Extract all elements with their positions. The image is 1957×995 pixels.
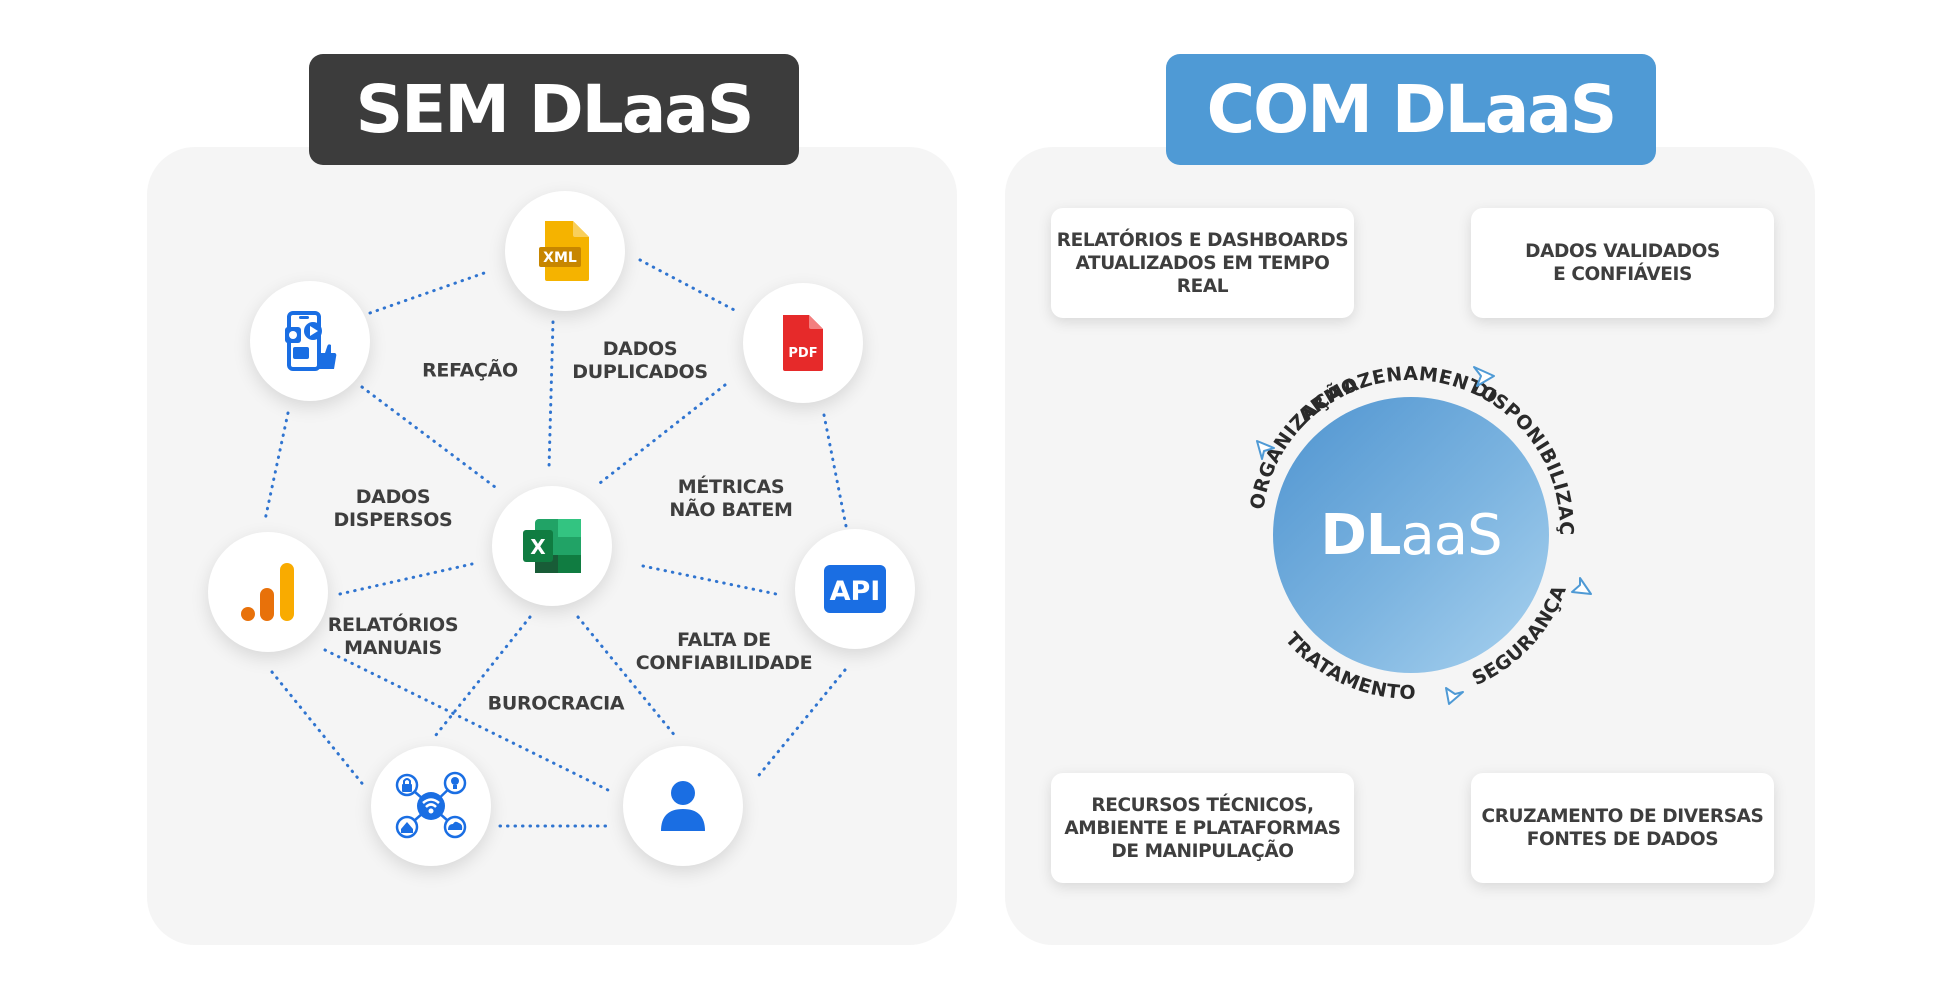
card-dados-validados: DADOS VALIDADOS E CONFIÁVEIS [1471, 208, 1774, 318]
line-api-user [753, 668, 847, 782]
cycle-disponibilizacao: DISPONIBILIZAÇÃO [0, 0, 1577, 536]
line-social-excel [360, 385, 497, 489]
label-relatorios-manuais: RELATÓRIOS MANUAIS [327, 614, 459, 659]
user-node [623, 746, 743, 866]
api-icon: API [824, 565, 886, 613]
user-icon [661, 781, 705, 831]
label-dados-dispersos: DADOS DISPERSOS [333, 486, 453, 531]
line-excel-user [576, 615, 678, 739]
sem-dlaas-title: SEM DLaaS [309, 54, 799, 165]
svg-text:PDF: PDF [788, 346, 817, 361]
line-social-analytics [263, 411, 290, 522]
card-dados-validados-text: DADOS VALIDADOS E CONFIÁVEIS [1525, 241, 1720, 285]
line-analytics-excel [338, 562, 474, 596]
line-excel-iot [434, 615, 532, 737]
dlaas-circle: DLaaS [1273, 397, 1549, 673]
cycle-arrow-4-icon [1256, 440, 1275, 460]
card-cruzamento-fontes: CRUZAMENTO DE DIVERSAS FONTES DE DADOS [1471, 773, 1774, 883]
xml-file-icon: XML [539, 221, 589, 281]
card-cruzamento-fontes-text: CRUZAMENTO DE DIVERSAS FONTES DE DADOS [1481, 806, 1764, 850]
analytics-node [208, 532, 328, 652]
card-recursos-tecnicos: RECURSOS TÉCNICOS, AMBIENTE E PLATAFORMA… [1051, 773, 1354, 883]
api-node: API [795, 529, 915, 649]
label-dados-duplicados: DADOS DUPLICADOS [572, 338, 708, 383]
svg-text:API: API [830, 576, 881, 607]
pdf-file-icon: PDF [783, 315, 823, 371]
mobile-social-icon [285, 311, 337, 371]
line-analytics-iot [270, 670, 367, 789]
card-recursos-tecnicos-text: RECURSOS TÉCNICOS, AMBIENTE E PLATAFORMA… [1064, 794, 1341, 862]
svg-text:XML: XML [543, 250, 577, 266]
cycle-tratamento: TRATAMENTO [1281, 628, 1416, 704]
cycle-seguranca: SEGURANÇA [1469, 582, 1571, 690]
line-excel-api [641, 564, 778, 596]
analytics-chart-icon [241, 563, 294, 621]
iot-network-node [371, 746, 491, 866]
label-refacao: REFAÇÃO [422, 359, 518, 382]
line-xml-excel [547, 320, 555, 470]
card-relatorios-dashboards-text: RELATÓRIOS E DASHBOARDS ATUALIZADOS EM T… [1056, 229, 1349, 297]
card-relatorios-dashboards: RELATÓRIOS E DASHBOARDS ATUALIZADOS EM T… [1051, 208, 1354, 318]
label-burocracia: BUROCRACIA [487, 692, 625, 715]
xml-file-node: XML [505, 191, 625, 311]
dlaas-logo-text: DLaaS [1320, 502, 1502, 568]
cycle-arrow-3-icon [1445, 687, 1464, 705]
line-social-xml [368, 270, 489, 315]
cycle-arrow-1-icon [1473, 366, 1495, 387]
cycle-arrow-2-icon [1571, 577, 1592, 595]
iot-network-icon [395, 771, 467, 839]
svg-text:X: X [530, 535, 546, 559]
label-metricas-nao-batem: MÉTRICAS NÃO BATEM [669, 476, 793, 521]
mobile-social-node [250, 281, 370, 401]
excel-node: X [492, 486, 612, 606]
com-dlaas-title: COM DLaaS [1166, 54, 1656, 165]
label-falta-confiabilidade: FALTA DE CONFIABILIDADE [635, 629, 813, 674]
pdf-file-node: PDF [743, 283, 863, 403]
excel-icon: X [523, 519, 581, 573]
line-analytics-user [323, 648, 614, 794]
